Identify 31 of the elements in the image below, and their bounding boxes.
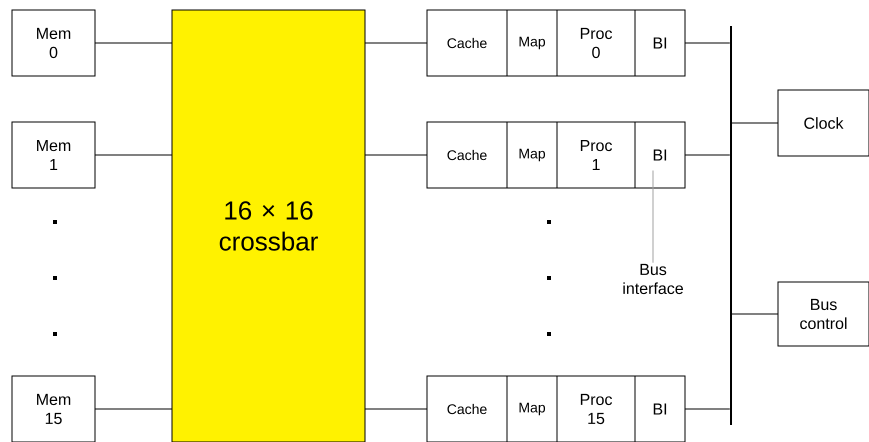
- cache-box: Cache: [426, 122, 508, 188]
- crossbar-box: 16 × 16 crossbar: [172, 10, 366, 442]
- bus-interface-box: BI: [634, 376, 686, 442]
- bus-interface-box: BI: [634, 10, 686, 76]
- processor-box: Proc 1: [556, 122, 636, 188]
- processor-box: Proc 15: [556, 376, 636, 442]
- connector-line: [365, 408, 427, 410]
- memory-box: Mem 1: [12, 122, 96, 188]
- bus-line: [730, 26, 732, 425]
- bus-interface-box: BI: [634, 122, 686, 188]
- connector-line: [365, 154, 427, 156]
- memory-box: Mem 15: [12, 376, 96, 442]
- connector-line: [685, 408, 730, 410]
- bus-control-box: Bus control: [778, 282, 869, 346]
- map-box: Map: [506, 376, 558, 442]
- connector-line: [730, 122, 778, 124]
- clock-box: Clock: [778, 90, 869, 156]
- callout-label: Bus interface: [623, 264, 683, 294]
- leader-line: [652, 170, 654, 264]
- map-box: Map: [506, 122, 558, 188]
- connector-line: [95, 42, 172, 44]
- connector-line: [95, 408, 172, 410]
- memory-box: Mem 0: [12, 10, 96, 76]
- connector-line: [365, 42, 427, 44]
- connector-line: [685, 154, 730, 156]
- cache-box: Cache: [426, 10, 508, 76]
- connector-line: [685, 42, 730, 44]
- cache-box: Cache: [426, 376, 508, 442]
- connector-line: [95, 154, 172, 156]
- processor-box: Proc 0: [556, 10, 636, 76]
- map-box: Map: [506, 10, 558, 76]
